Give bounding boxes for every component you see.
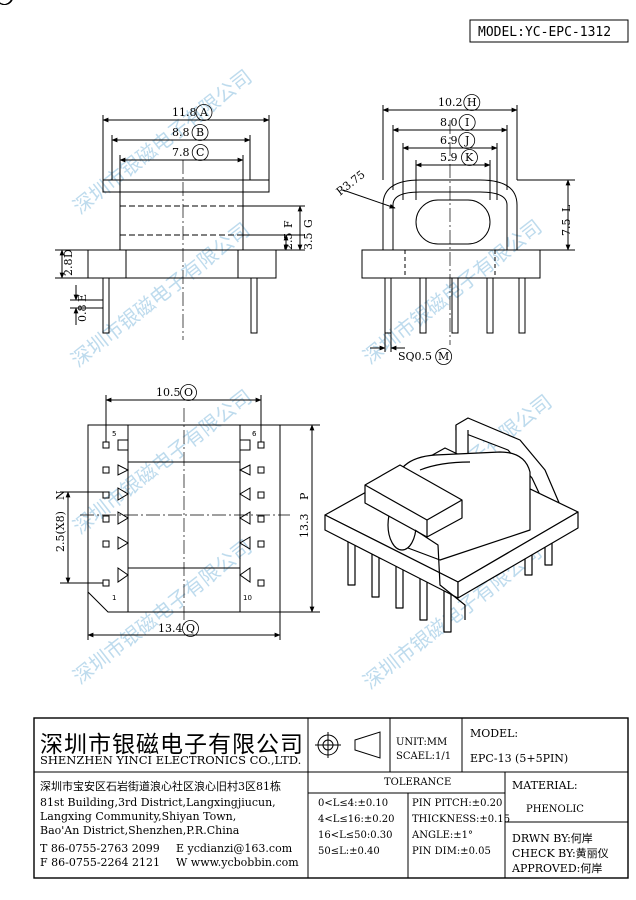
dim-o: 10.5 xyxy=(156,386,181,399)
isometric-view xyxy=(324,417,579,633)
company-name-cn: 深圳市银磁电子有限公司 xyxy=(40,732,304,758)
dim-c-mark: C xyxy=(196,146,204,159)
angle: ANGLE:±1° xyxy=(412,830,474,841)
dim-g-mark: G xyxy=(302,219,315,228)
address-cn: 深圳市宝安区石岩街道浪心社区浪心旧村3区81栋 xyxy=(40,780,281,793)
pin-number-10: 10 xyxy=(243,594,252,602)
dimension-mark-circle xyxy=(191,144,209,161)
approved-by: APPROVED:何岸 xyxy=(512,862,603,875)
watermark: 深圳市银磁电子有限公司 xyxy=(66,218,254,372)
dimension-mark-circle xyxy=(435,348,453,365)
dim-o-mark: O xyxy=(184,386,193,399)
fax: F 86-0755-2264 2121 xyxy=(40,856,161,869)
check-by: CHECK BY:黄丽仪 xyxy=(512,847,609,860)
dim-e: 0.8 xyxy=(76,305,89,323)
scale: SCAEL:1/1 xyxy=(396,751,452,762)
telephone: T 86-0755-2763 2099 xyxy=(40,842,160,855)
bottom-view xyxy=(60,395,320,640)
model-header: MODEL:YC-EPC-1312 xyxy=(478,25,611,40)
dim-q-mark: Q xyxy=(186,622,195,635)
dim-c: 7.8 xyxy=(172,146,190,159)
dim-b-mark: B xyxy=(196,126,204,139)
website: W www.ycbobbin.com xyxy=(176,856,299,869)
dim-l-mark: L xyxy=(560,204,573,212)
dim-h-mark: H xyxy=(467,96,477,109)
material-label: MATERIAL: xyxy=(512,779,578,792)
model-label: MODEL: xyxy=(470,727,519,740)
tolerance-3: 16<L≤50:0.30 xyxy=(318,830,393,841)
dim-f: 2.5 xyxy=(282,233,295,251)
dimension-mark-circle xyxy=(458,132,476,149)
watermarks: 深圳市银磁电子有限公司 深圳市银磁电子有限公司 深圳市银磁电子有限公司 深圳市银… xyxy=(66,65,556,694)
tolerance-1: 0<L≤4:±0.10 xyxy=(318,798,389,809)
watermark: 深圳市银磁电子有限公司 xyxy=(68,65,256,219)
dim-p-mark: P xyxy=(298,492,311,500)
dim-i-mark: I xyxy=(465,116,469,129)
material-value: PHENOLIC xyxy=(526,804,584,815)
pin-number-5: 5 xyxy=(112,430,116,438)
dim-m: SQ0.5 xyxy=(398,350,432,363)
dim-j-mark: J xyxy=(464,134,469,147)
address-en-1: 81st Building,3rd District,Langxingjiucu… xyxy=(40,796,276,809)
pin-dim: PIN DIM:±0.05 xyxy=(412,846,491,857)
dimension-mark-circle xyxy=(458,114,476,131)
side-view-labels: 10.2 H 8.0 I 6.9 J 5.9 K 7.5 L R3.75 SQ0… xyxy=(0,0,573,365)
address-en-2: Langxing Community,Shiyan Town, xyxy=(40,810,237,823)
dim-h: 10.2 xyxy=(438,96,463,109)
dim-j: 6.9 xyxy=(440,134,458,147)
dim-k: 5.9 xyxy=(440,151,458,164)
tolerance-4: 50≤L:±0.40 xyxy=(318,846,380,857)
company-name-en: SHENZHEN YINCI ELECTRONICS CO.,LTD. xyxy=(40,753,302,767)
tolerance-title: TOLERANCE xyxy=(384,777,452,788)
pin-pitch: PIN PITCH:±0.20 xyxy=(412,798,503,809)
dim-q: 13.4 xyxy=(158,622,183,635)
dim-a-mark: A xyxy=(199,106,209,119)
model-value: EPC-13 (5+5PIN) xyxy=(470,752,569,765)
dim-d-mark: D xyxy=(62,249,75,258)
dim-n: 2.5(X8) xyxy=(54,511,67,552)
thickness: THICKNESS:±0.15 xyxy=(412,814,511,825)
email: E ycdianzi@163.com xyxy=(176,842,293,855)
dim-d: 2.8 xyxy=(62,259,75,277)
dim-a: 11.8 xyxy=(172,106,197,119)
dimension-mark-circle xyxy=(461,149,478,166)
front-view-labels: 11.8 A 8.8 B 7.8 C 2.5 F 3.5 G 2.8 D 0.8… xyxy=(0,0,315,322)
dim-k-mark: K xyxy=(465,151,474,164)
unit: UNIT:MM xyxy=(396,737,448,748)
dim-f-mark: F xyxy=(282,220,295,228)
dim-p: 13.3 xyxy=(298,514,311,539)
dimension-mark-circle xyxy=(463,94,481,111)
front-view xyxy=(55,115,305,340)
dimension-mark-circle xyxy=(0,0,13,5)
bottom-view-labels: 10.5 O 13.4 Q 13.3 P 2.5(X8) N 5 6 1 10 xyxy=(0,0,311,637)
dimension-mark-circle xyxy=(195,104,213,121)
dim-i: 8.0 xyxy=(440,116,458,129)
tolerance-2: 4<L≤16:±0.20 xyxy=(318,814,395,825)
side-view xyxy=(342,105,575,352)
drawn-by: DRWN BY:何岸 xyxy=(512,832,593,845)
title-block xyxy=(33,717,629,879)
pin-number-1: 1 xyxy=(112,594,116,602)
dimension-mark-circle xyxy=(191,124,209,141)
pin-number-6: 6 xyxy=(252,430,257,438)
dimension-mark-circle xyxy=(180,384,197,401)
dim-m-mark: M xyxy=(438,350,449,363)
model-header-box xyxy=(469,19,629,43)
dim-g: 3.5 xyxy=(302,233,315,251)
dim-l: 7.5 xyxy=(560,219,573,237)
address-en-3: Bao'An District,Shenzhen,P.R.China xyxy=(40,824,240,837)
dimension-mark-circle xyxy=(182,620,199,637)
dim-e-mark: E xyxy=(76,294,89,302)
dim-n-mark: N xyxy=(54,490,67,500)
dim-b: 8.8 xyxy=(172,126,190,139)
dim-r: R3.75 xyxy=(334,168,368,198)
